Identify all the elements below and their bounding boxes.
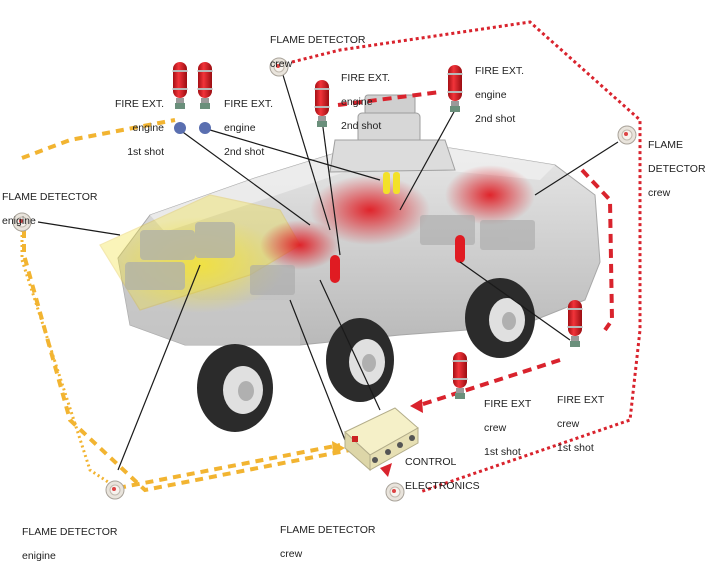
label-flame-detector-engine-left: FLAME DETECTOR enigine <box>2 179 97 239</box>
label-flame-detector-crew-bottom: FLAME DETECTOR crew <box>280 512 375 565</box>
label-line: crew <box>648 187 671 199</box>
label-flame-detector-crew-right: FLAME DETECTOR crew <box>648 127 706 211</box>
label-line: FIRE EXT. <box>341 72 391 84</box>
label-line: enigine <box>22 550 56 562</box>
label-line: CONTROL <box>405 456 457 468</box>
label-line: crew <box>280 548 303 560</box>
label-line: FIRE EXT. <box>224 98 274 110</box>
label-line: 2nd shot <box>224 146 265 158</box>
label-fire-ext-engine-2nd-right: FIRE EXT. engine 2nd shot <box>475 53 524 137</box>
flame-detector-icon-engine-bottom <box>105 480 125 500</box>
crew-arrow-icon <box>410 399 423 413</box>
label-line: crew <box>270 58 293 70</box>
label-line: 2nd shot <box>475 113 516 125</box>
label-line: engine <box>132 122 164 134</box>
crew-detection-circuit <box>291 20 642 494</box>
label-fire-ext-engine-1st: FIRE EXT. engine 1st shot <box>104 86 164 170</box>
control-electronics-box <box>344 407 419 472</box>
label-line: FLAME DETECTOR <box>270 34 366 46</box>
flame-detector-icon-crew-right <box>617 125 637 145</box>
engine-detection-circuit-dotted <box>20 230 121 492</box>
label-fire-ext-engine-2nd-mid: FIRE EXT. engine 2nd shot <box>341 60 390 144</box>
fire-extinguisher-engine-1st-shot <box>172 62 213 134</box>
vehicle <box>99 94 601 432</box>
label-line: DETECTOR <box>648 163 706 175</box>
label-line: 1st shot <box>484 446 521 458</box>
label-line: FIRE EXT <box>484 398 532 410</box>
fire-extinguisher-engine-2nd-shot-right <box>447 65 463 112</box>
label-line: 1st shot <box>557 442 594 454</box>
label-line: 2nd shot <box>341 120 382 132</box>
label-line: FLAME <box>648 139 684 151</box>
label-fire-ext-crew-middle: FIRE EXT crew 1st shot <box>484 386 531 470</box>
label-fire-ext-crew-1st: FIRE EXT crew 1st shot <box>557 382 604 466</box>
label-line: FLAME DETECTOR <box>22 526 118 538</box>
label-control-electronics: CONTROL ELECTRONICS <box>405 444 480 504</box>
flame-detector-icon-crew-bottom <box>385 482 405 502</box>
label-line: FLAME DETECTOR <box>280 524 376 536</box>
engine-arrow-icon <box>332 441 345 455</box>
label-line: FIRE EXT. <box>114 98 164 110</box>
label-line: engine <box>475 89 507 101</box>
label-line: FIRE EXT. <box>475 65 525 77</box>
label-flame-detector-crew-top: FLAME DETECTOR crew <box>270 22 365 82</box>
label-line: FIRE EXT <box>557 394 605 406</box>
label-line: 1st shot <box>127 146 164 158</box>
fire-extinguisher-engine-2nd-shot-mid <box>314 80 330 127</box>
crew-arrow-icon-2 <box>380 463 392 477</box>
leader-lines <box>37 74 619 471</box>
label-line: enigine <box>2 215 36 227</box>
engine-detection-circuit <box>21 118 351 493</box>
label-line: engine <box>341 96 373 108</box>
label-line: crew <box>557 418 580 430</box>
label-fire-ext-engine-2nd-left: FIRE EXT. engine 2nd shot <box>224 86 273 170</box>
label-line: crew <box>484 422 507 434</box>
label-line: engine <box>224 122 256 134</box>
label-line: ELECTRONICS <box>405 480 480 492</box>
label-flame-detector-engine-bottom: FLAME DETECTOR enigine <box>22 514 117 565</box>
label-line: FLAME DETECTOR <box>2 191 98 203</box>
